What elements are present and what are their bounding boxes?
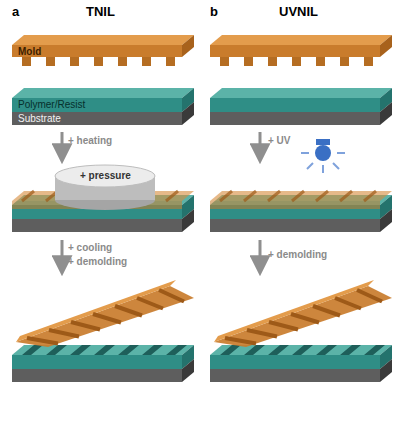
uv-lamp [301, 139, 345, 173]
panel-title: UVNIL [279, 4, 318, 19]
step-label: + demolding [68, 256, 127, 267]
resist-layer-box: Polymer/Resist [18, 98, 85, 111]
art-shape [315, 145, 331, 161]
step-label: + demolding [268, 249, 327, 260]
art-shape [316, 139, 330, 145]
step-label: + heating [68, 135, 112, 146]
mold-label-box: Mold [18, 45, 41, 58]
node-text: Substrate [18, 112, 61, 125]
art-shape [55, 165, 155, 187]
node-text: Mold [18, 45, 41, 58]
step-label: + UV [268, 135, 291, 146]
art-shape [301, 153, 345, 173]
tnil-column [12, 35, 194, 382]
pressure-cylinder [55, 165, 155, 210]
uvnil-column [210, 35, 392, 382]
step-label: + cooling [68, 242, 112, 253]
panel-title: TNIL [86, 4, 115, 19]
panel-letter: b [210, 4, 218, 19]
substrate-layer-box: Substrate [18, 112, 61, 125]
node-text: + pressure [80, 169, 131, 182]
pressure-cylinder-box: + pressure [80, 169, 131, 182]
node-text: Polymer/Resist [18, 98, 85, 111]
panel-letter: a [12, 4, 19, 19]
